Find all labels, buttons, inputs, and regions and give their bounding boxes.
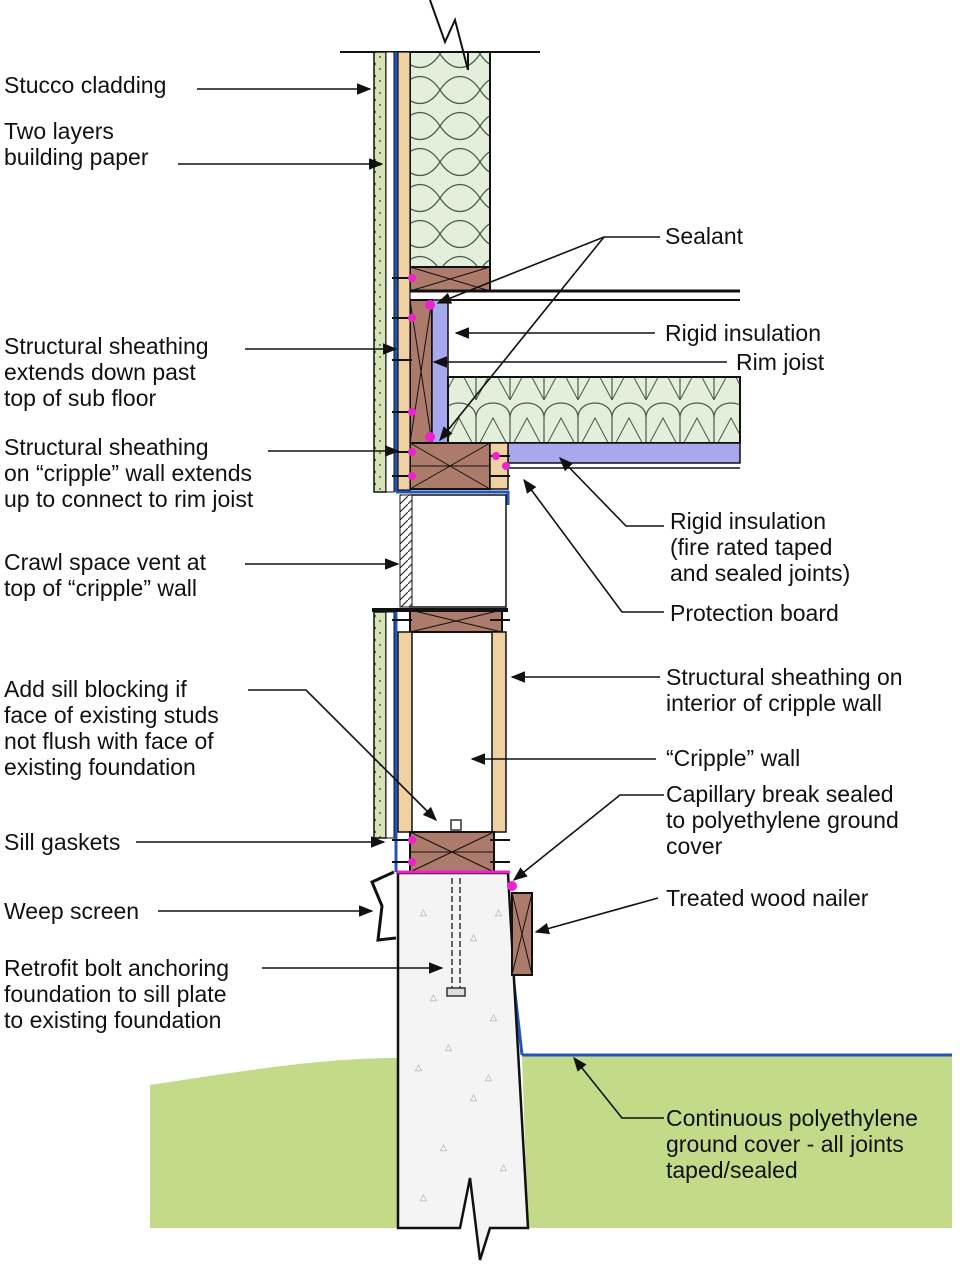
svg-text:△: △ [485,1072,492,1082]
stucco-cladding [373,51,387,493]
label-rigid-insulation-top: Rigid insulation [665,320,821,346]
label-rim-joist: Rim joist [736,349,825,375]
ground [150,1058,398,1228]
label-weep-screen: Weep screen [4,898,140,924]
label-stucco-cladding: Stucco cladding [4,72,167,98]
concrete-aggregate: △ △ △ △ △ △ △ △ △ △ △ △ [415,907,507,1202]
cripple-stud-left [397,631,413,833]
label-sill-gaskets: Sill gaskets [4,829,121,855]
retrofit-bolt [446,819,466,997]
ground [522,1056,952,1228]
label-protection-board: Protection board [670,600,839,626]
rigid-insulation-vertical [431,299,449,444]
label-cripple-wall: “Cripple” wall [666,745,801,771]
crawl-space [409,494,507,608]
weep-screen [370,870,397,942]
svg-text:△: △ [500,1162,507,1172]
svg-text:△: △ [440,1142,447,1152]
svg-text:△: △ [470,1092,477,1102]
svg-text:△: △ [470,932,477,942]
floor-insulation [447,376,741,444]
sealant-dots [408,274,517,891]
crawl-space-vent [399,494,413,608]
svg-text:△: △ [445,1042,452,1052]
wall-insulation [409,51,491,268]
structural-sheathing [397,51,411,491]
svg-text:△: △ [415,1062,422,1072]
svg-text:△: △ [490,1012,497,1022]
label-sealant: Sealant [665,223,744,249]
svg-text:△: △ [495,907,502,917]
cripple-stud-right [491,631,507,833]
svg-text:△: △ [420,907,427,917]
svg-text:△: △ [430,992,437,1002]
label-treated-nailer: Treated wood nailer [666,885,869,911]
rigid-insulation-under-floor [507,442,741,464]
leader-lines [136,83,727,1119]
svg-text:△: △ [420,1192,427,1202]
